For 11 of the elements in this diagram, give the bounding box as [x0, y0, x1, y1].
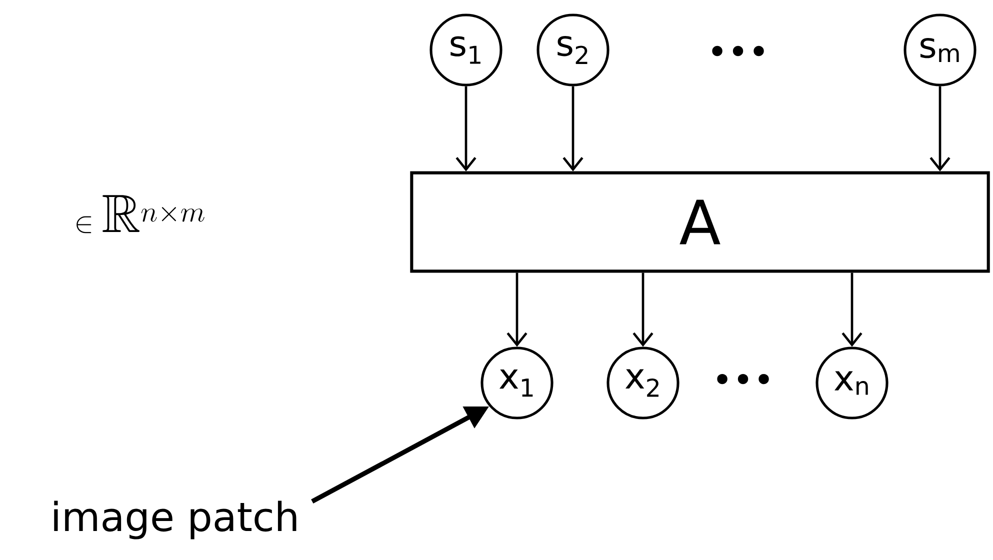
arrow [456, 86, 476, 172]
arrow [842, 272, 862, 347]
arrow [506, 272, 528, 347]
math-formula: $\in \mathbb{R}^{n \times m}$ [76, 195, 204, 234]
arrow [562, 86, 584, 172]
ellipsis-dots: ••• [712, 46, 764, 56]
arrow [632, 272, 654, 347]
matrix-box: A [410, 171, 990, 273]
arrow [930, 86, 950, 172]
annotation-text: image patch [54, 500, 296, 540]
ellipsis-dots: ••• [717, 374, 769, 384]
